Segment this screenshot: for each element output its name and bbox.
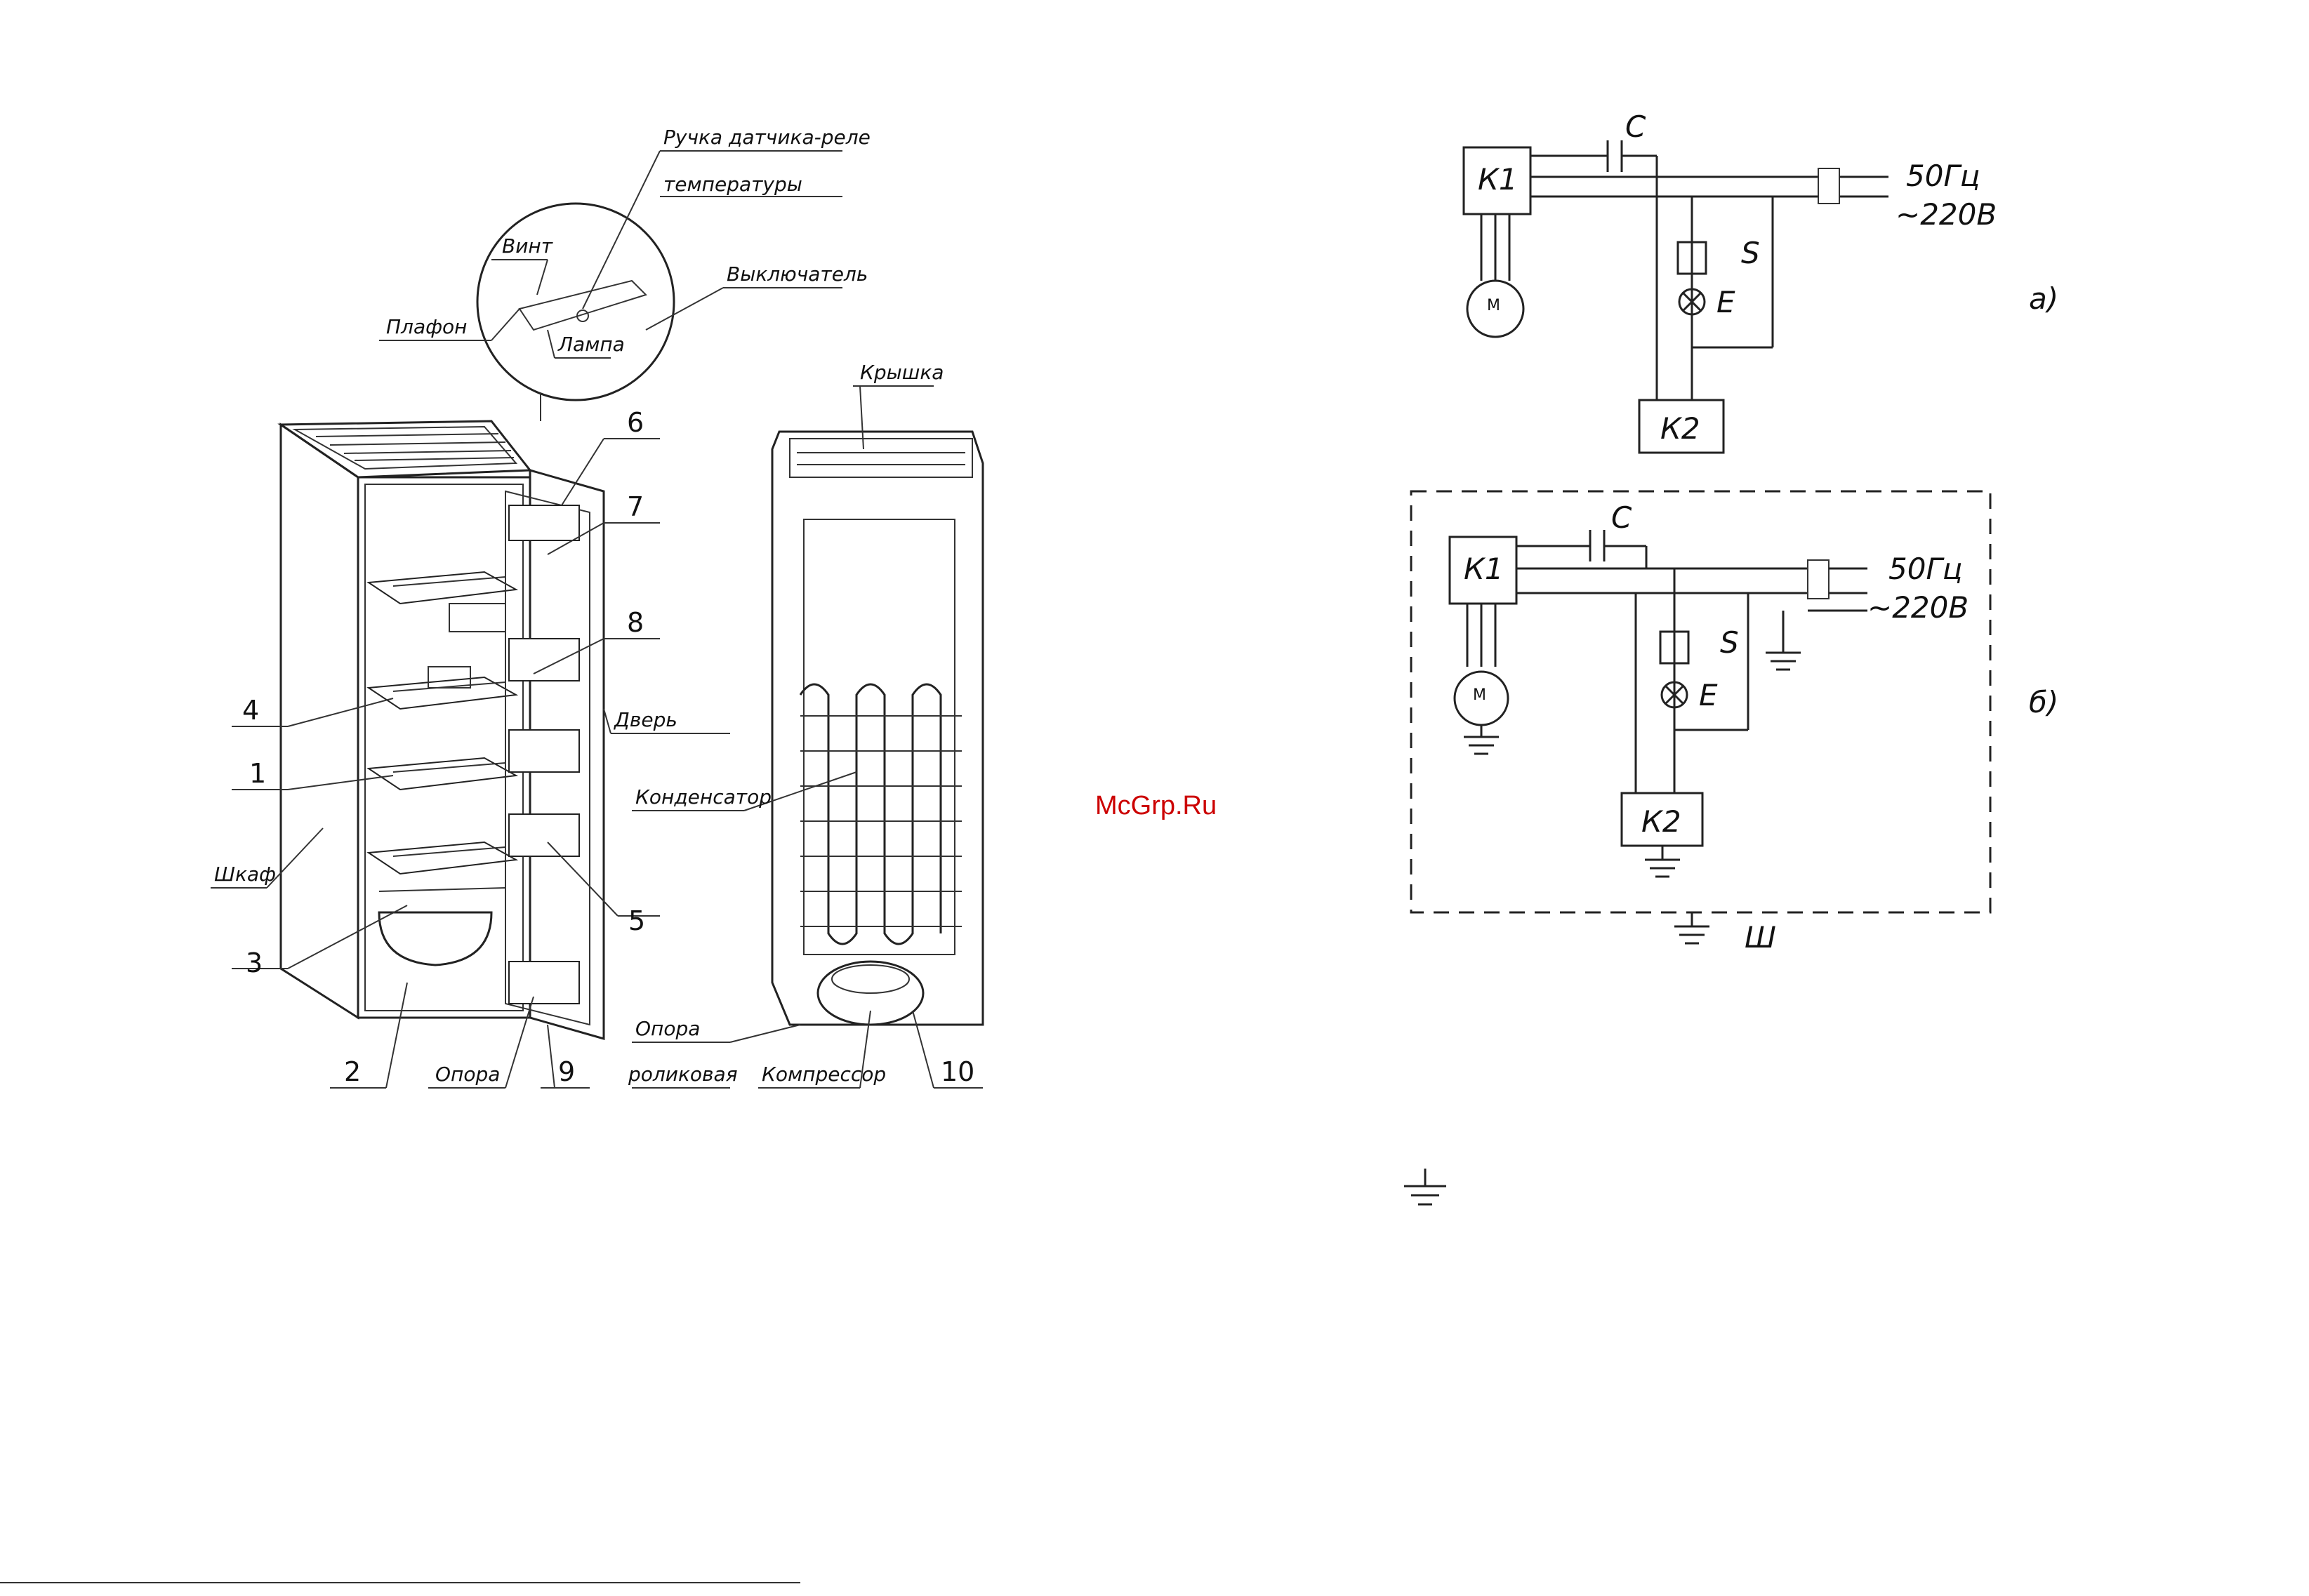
callout-4: 4 xyxy=(242,695,259,726)
supply-volt-b: ~220В xyxy=(1867,590,1969,625)
label-screw: Винт xyxy=(502,234,553,258)
ground-icon xyxy=(1404,1169,1446,1204)
motor-label-b: М xyxy=(1473,686,1486,704)
leader-lines-back xyxy=(632,386,983,1088)
callout-8: 8 xyxy=(627,607,644,638)
callout-2: 2 xyxy=(344,1056,361,1087)
e-label-b: Е xyxy=(1699,678,1718,712)
supply-freq-a: 50Гц xyxy=(1906,159,1980,193)
c-label-a: С xyxy=(1625,109,1646,144)
leader-lines-left xyxy=(211,151,842,1088)
callout-9: 9 xyxy=(558,1056,575,1087)
callout-10: 10 xyxy=(941,1056,974,1087)
callout-3: 3 xyxy=(246,947,263,978)
top-grille xyxy=(295,427,516,469)
supply-freq-b: 50Гц xyxy=(1888,552,1962,586)
label-handle-line1: Ручка датчика-реле xyxy=(663,126,871,149)
schematic-b: К1 С 50Гц ~220В S Е К2 xyxy=(1411,491,2058,955)
supply-volt-a: ~220В xyxy=(1896,197,1997,232)
label-condenser: Конденсатор xyxy=(635,785,772,809)
callout-5: 5 xyxy=(628,905,645,936)
back-panel xyxy=(804,519,955,955)
thermostat-box xyxy=(449,604,505,632)
shelves xyxy=(369,572,516,874)
e-label-a: Е xyxy=(1716,285,1735,319)
k2-label-b: К2 xyxy=(1641,804,1681,839)
cabinet-side xyxy=(281,425,358,1018)
label-cabinet: Шкаф xyxy=(214,863,276,886)
label-support: Опора xyxy=(435,1063,500,1086)
s-label-b: S xyxy=(1720,625,1739,660)
callout-numbers: 1 2 3 4 5 6 7 8 9 10 xyxy=(242,407,974,1087)
s-label-a: S xyxy=(1741,236,1760,270)
label-switch: Выключатель xyxy=(727,262,868,286)
label-door: Дверь xyxy=(613,708,677,731)
label-compressor: Компрессор xyxy=(762,1063,886,1086)
label-roller-support-2: роликовая xyxy=(628,1063,738,1086)
motor-label-a: М xyxy=(1487,297,1500,314)
schematic-a-label: а) xyxy=(2029,281,2058,316)
label-handle-line2: температуры xyxy=(663,173,802,196)
label-lamp: Лампа xyxy=(557,333,625,356)
c-label-b: С xyxy=(1611,500,1632,535)
schematic-a: К1 С 50Гц ~220В S Е К2 xyxy=(1464,109,2058,453)
schematic-b-label: б) xyxy=(2029,685,2058,719)
back-top-grille xyxy=(790,439,972,477)
watermark: McGrp.Ru xyxy=(1095,791,1217,820)
condenser-coil xyxy=(800,684,962,944)
k1-label-a: К1 xyxy=(1478,162,1518,197)
callout-6: 6 xyxy=(627,407,644,438)
cabinet-interior xyxy=(365,484,523,1011)
callout-7: 7 xyxy=(627,491,644,522)
label-lid: Крышка xyxy=(860,361,944,384)
label-shade: Плафон xyxy=(386,315,468,338)
k1-label-b: К1 xyxy=(1464,552,1504,586)
k2-label-a: К2 xyxy=(1660,411,1700,446)
label-roller-support-1: Опора xyxy=(635,1017,700,1040)
door xyxy=(505,470,604,1039)
plug-label: Ш xyxy=(1745,920,1776,955)
fridge-back-view xyxy=(772,432,983,1025)
crisper-drawer xyxy=(379,888,505,965)
callout-1: 1 xyxy=(249,758,266,789)
